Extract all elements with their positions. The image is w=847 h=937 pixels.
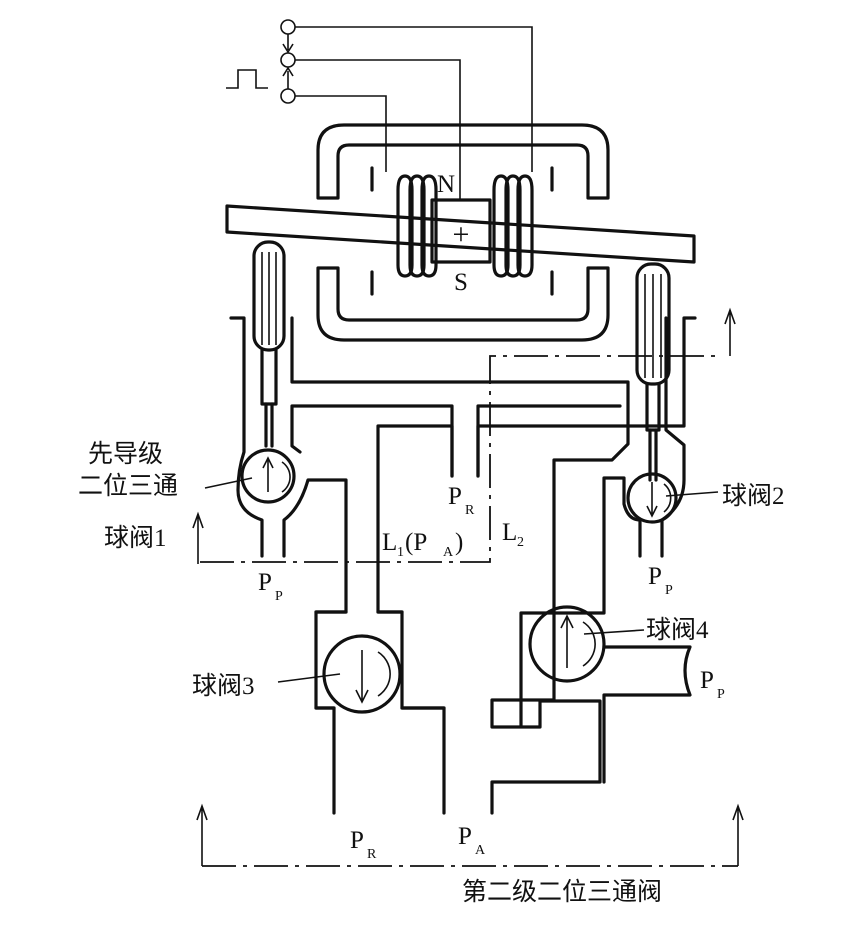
svg-text:P: P <box>648 563 662 590</box>
lower-magnet-yoke <box>316 266 610 342</box>
port-pp-left: P P <box>258 569 283 604</box>
upper-magnet-yoke <box>316 123 610 200</box>
pilot-outlet-right <box>602 645 692 784</box>
svg-text:P: P <box>258 569 272 596</box>
ball-valve-2 <box>626 472 678 524</box>
pilot-stage-label-line1: 先导级 <box>88 440 163 468</box>
svg-text:R: R <box>367 847 377 862</box>
ball-valve-2-label: 球阀2 <box>722 482 785 510</box>
port-pr-lower: P R <box>350 827 377 862</box>
leader-lines <box>204 477 719 683</box>
boundary-arrows <box>192 307 744 866</box>
right-coil <box>492 174 534 278</box>
permanent-magnet <box>430 198 492 264</box>
svg-text:(P: (P <box>405 529 427 556</box>
second-stage-label: 第二级二位三通阀 <box>462 878 662 906</box>
left-coil <box>396 174 438 278</box>
svg-text:A: A <box>443 545 454 560</box>
pilot-outlet-left <box>314 610 446 710</box>
left-push-rod <box>252 240 286 448</box>
port-l1-pa: L 1 (P A ) <box>382 529 463 560</box>
svg-text:P: P <box>275 589 283 604</box>
ball-valve-4-label: 球阀4 <box>646 616 709 644</box>
svg-text:1: 1 <box>397 545 404 560</box>
port-pa-lower: P A <box>458 823 486 858</box>
pilot-stage-boundary <box>200 355 720 563</box>
pilot-stage-label-line2: 二位三通 <box>78 472 178 500</box>
ball-valve-4 <box>528 605 606 683</box>
svg-text:A: A <box>475 843 486 858</box>
port-pr-upper: P R <box>448 483 475 518</box>
ball-valve-3-label: 球阀3 <box>192 672 255 700</box>
ball-valve-3 <box>322 634 402 714</box>
svg-text:P: P <box>458 823 472 850</box>
svg-text:2: 2 <box>517 535 524 550</box>
svg-text:P: P <box>717 687 725 702</box>
coil-wires <box>295 26 533 200</box>
port-l2: L 2 <box>502 519 524 550</box>
pole-marks <box>370 166 554 296</box>
pilot-body-outer <box>229 316 697 815</box>
svg-text:R: R <box>465 503 475 518</box>
ball-valve-1-label: 球阀1 <box>104 524 167 552</box>
svg-text:L: L <box>382 529 397 556</box>
svg-text:): ) <box>455 529 463 556</box>
svg-text:P: P <box>665 583 673 598</box>
port-pp-right: P P <box>648 563 673 598</box>
right-push-rod <box>635 262 671 482</box>
svg-text:P: P <box>448 483 462 510</box>
plus-sign: + <box>453 218 470 251</box>
svg-text:P: P <box>350 827 364 854</box>
armature-plate <box>225 204 696 264</box>
ball-valve-1 <box>240 448 296 504</box>
svg-text:L: L <box>502 519 517 546</box>
north-pole-label: N <box>437 171 455 198</box>
pilot-body-inner-left <box>290 404 622 478</box>
input-terminals <box>280 19 296 104</box>
pulse-signal-icon <box>226 69 268 89</box>
svg-text:P: P <box>700 667 714 694</box>
port-pp-outlet: P P <box>700 667 725 702</box>
pilot-body-inner <box>290 316 686 815</box>
south-pole-label: S <box>454 269 468 296</box>
